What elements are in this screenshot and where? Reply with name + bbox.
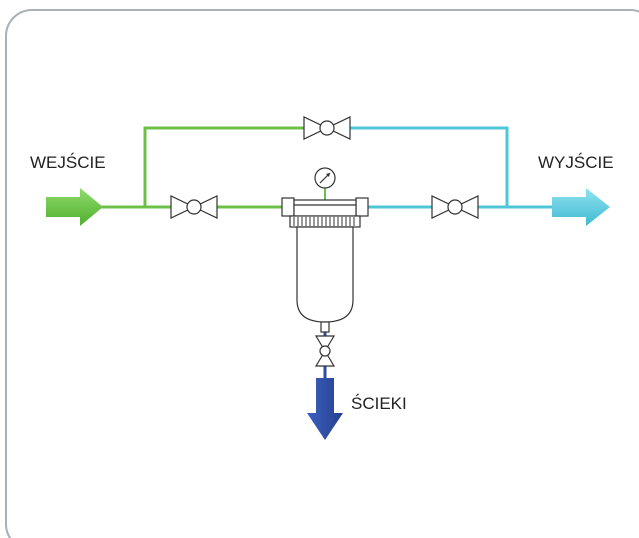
outlet-arrow-icon [552, 188, 610, 226]
bypass-pipe-outlet [348, 126, 509, 209]
filter-bowl [296, 226, 354, 323]
valve-inlet[interactable] [170, 195, 218, 219]
filter-outlet-connector [355, 197, 369, 217]
valve-bypass[interactable] [303, 116, 351, 140]
valve-outlet[interactable] [431, 195, 479, 219]
drain-arrow-icon [307, 378, 343, 440]
drain-label: ŚCIEKI [351, 394, 407, 413]
inlet-label: WEJŚCIE [30, 153, 106, 172]
filter-housing [281, 197, 369, 333]
outlet-label: WYJŚCIE [538, 153, 614, 172]
filter-drain-fitting [320, 321, 330, 333]
valve-drain[interactable] [314, 335, 336, 367]
filter-ring-threads [293, 217, 355, 226]
bypass-pipe-inlet [143, 126, 306, 209]
filter-inlet-connector [281, 197, 295, 217]
pressure-gauge-icon [314, 167, 336, 189]
filter-head [293, 199, 357, 217]
inlet-arrow-icon [46, 188, 103, 226]
